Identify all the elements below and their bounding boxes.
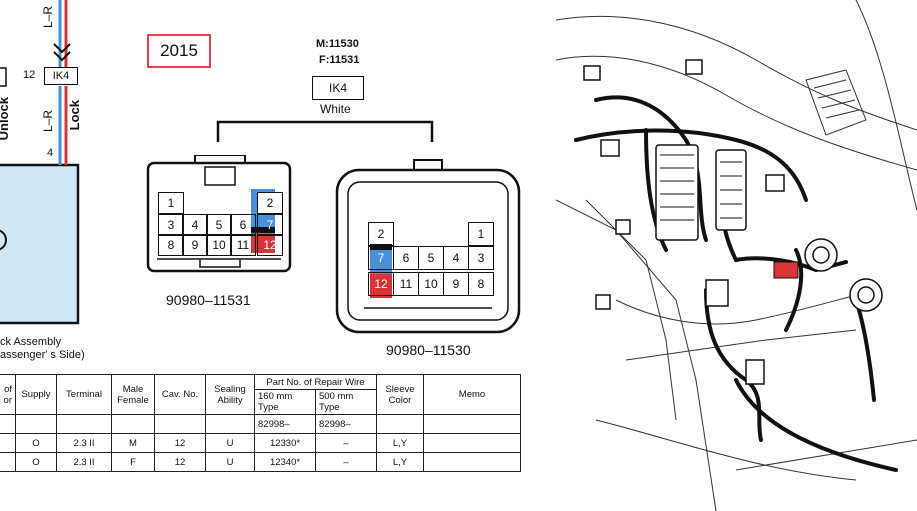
male-pin: 12 <box>368 272 394 296</box>
table-row: O 2.3 II F 12 U 12340* – L,Y <box>0 452 521 472</box>
pin-number-12: 12 <box>23 69 36 81</box>
male-pin: 1 <box>468 222 494 246</box>
cell-sealing: U <box>205 433 255 453</box>
male-pin: 4 <box>443 246 469 270</box>
female-pin: 10 <box>206 234 232 256</box>
cell-sleeve: L,Y <box>376 433 424 453</box>
table-prefix-160: 82998– <box>254 414 316 434</box>
female-pin: 6 <box>230 214 256 236</box>
cell-500mm: – <box>315 452 377 472</box>
table-header-terminal: Terminal <box>56 374 112 415</box>
table-header-500mm: 500 mm Type <box>315 389 377 415</box>
male-pin: 7 <box>368 246 394 270</box>
assembly-label-line2: assenger' s Side) <box>0 349 85 361</box>
male-pin: 8 <box>468 272 494 296</box>
connector-name-box: IK4 <box>312 76 364 100</box>
cell-sleeve: L,Y <box>376 452 424 472</box>
wire-color-label-top: L–R <box>41 6 55 29</box>
cell-male-female: F <box>111 452 155 472</box>
unlock-label: Unlock <box>0 97 11 141</box>
year-badge: 2015 <box>147 34 211 68</box>
female-pin: 11 <box>230 234 256 256</box>
cell-supply: O <box>15 452 57 472</box>
connector-chevron-icon <box>53 43 71 62</box>
female-pin: 3 <box>158 214 184 236</box>
male-connector-part-number: 90980–11530 <box>386 342 471 358</box>
harness-location-illustration <box>556 0 917 511</box>
cell-500mm: – <box>315 433 377 453</box>
female-pin: 1 <box>158 192 184 214</box>
male-pin: 11 <box>393 272 419 296</box>
female-part-code: F:11531 <box>319 54 360 66</box>
table-header-sleeve: Sleeve Color <box>376 374 424 415</box>
cell-terminal: 2.3 II <box>56 433 112 453</box>
connector-bracket <box>216 120 434 142</box>
cell-terminal: 2.3 II <box>56 452 112 472</box>
female-pin: 2 <box>257 192 283 214</box>
male-pin: 6 <box>393 246 419 270</box>
assembly-label-line1: ck Assembly <box>0 336 62 348</box>
ik4-connector-tag: IK4 <box>44 67 78 85</box>
repair-wire-table: of or Supply Terminal Male Female Cav. N… <box>0 374 521 472</box>
motor-symbol-icon <box>0 229 7 251</box>
cell-supply: O <box>15 433 57 453</box>
table-header-supply: Supply <box>15 374 57 415</box>
table-header-col0: of or <box>0 374 16 415</box>
cell-160mm: 12340* <box>254 452 316 472</box>
cell-male-female: M <box>111 433 155 453</box>
table-header-repair-wire: Part No. of Repair Wire <box>254 374 377 390</box>
female-pin: 7 <box>257 214 283 236</box>
table-header-cav-no: Cav. No. <box>154 374 206 415</box>
table-header-sealing: Sealing Ability <box>205 374 255 415</box>
male-pin: 3 <box>468 246 494 270</box>
male-part-code: M:11530 <box>316 38 359 50</box>
female-pin: 12 <box>257 234 283 256</box>
female-pin: 5 <box>206 214 232 236</box>
connector-color-label: White <box>320 102 351 116</box>
dashboard-harness-drawing <box>556 0 917 511</box>
female-pin: 9 <box>182 234 208 256</box>
cell-cav: 12 <box>154 452 206 472</box>
cell-160mm: 12330* <box>254 433 316 453</box>
table-header-memo: Memo <box>423 374 521 415</box>
table-header-160mm: 160 mm Type <box>254 389 316 415</box>
cell-memo <box>423 433 521 453</box>
lock-label: Lock <box>67 100 82 131</box>
table-header-male-female: Male Female <box>111 374 155 415</box>
table-prefix-500: 82998– <box>315 414 377 434</box>
pin-number-4: 4 <box>47 147 54 159</box>
male-pin: 10 <box>418 272 444 296</box>
male-connector-drawing <box>335 159 521 334</box>
unlock-connector-box <box>0 67 7 87</box>
door-lock-wire-drawing <box>0 0 80 325</box>
male-pin: 5 <box>418 246 444 270</box>
wire-color-label-mid: L–R <box>41 110 55 133</box>
cell-cav: 12 <box>154 433 206 453</box>
wiring-diagram-panel: IK4 L–R 12 Unlock Lock L–R 4 ck Assembly… <box>0 0 521 472</box>
cell-memo <box>423 452 521 472</box>
female-pin: 4 <box>182 214 208 236</box>
male-pin: 2 <box>368 222 394 246</box>
ik4-connector-highlight <box>773 261 799 279</box>
cell-sealing: U <box>205 452 255 472</box>
table-row: O 2.3 II M 12 U 12330* – L,Y <box>0 433 521 453</box>
female-connector-part-number: 90980–11531 <box>166 292 251 308</box>
door-lock-assembly-box <box>0 163 80 325</box>
female-pin: 8 <box>158 234 184 256</box>
male-pin: 9 <box>443 272 469 296</box>
